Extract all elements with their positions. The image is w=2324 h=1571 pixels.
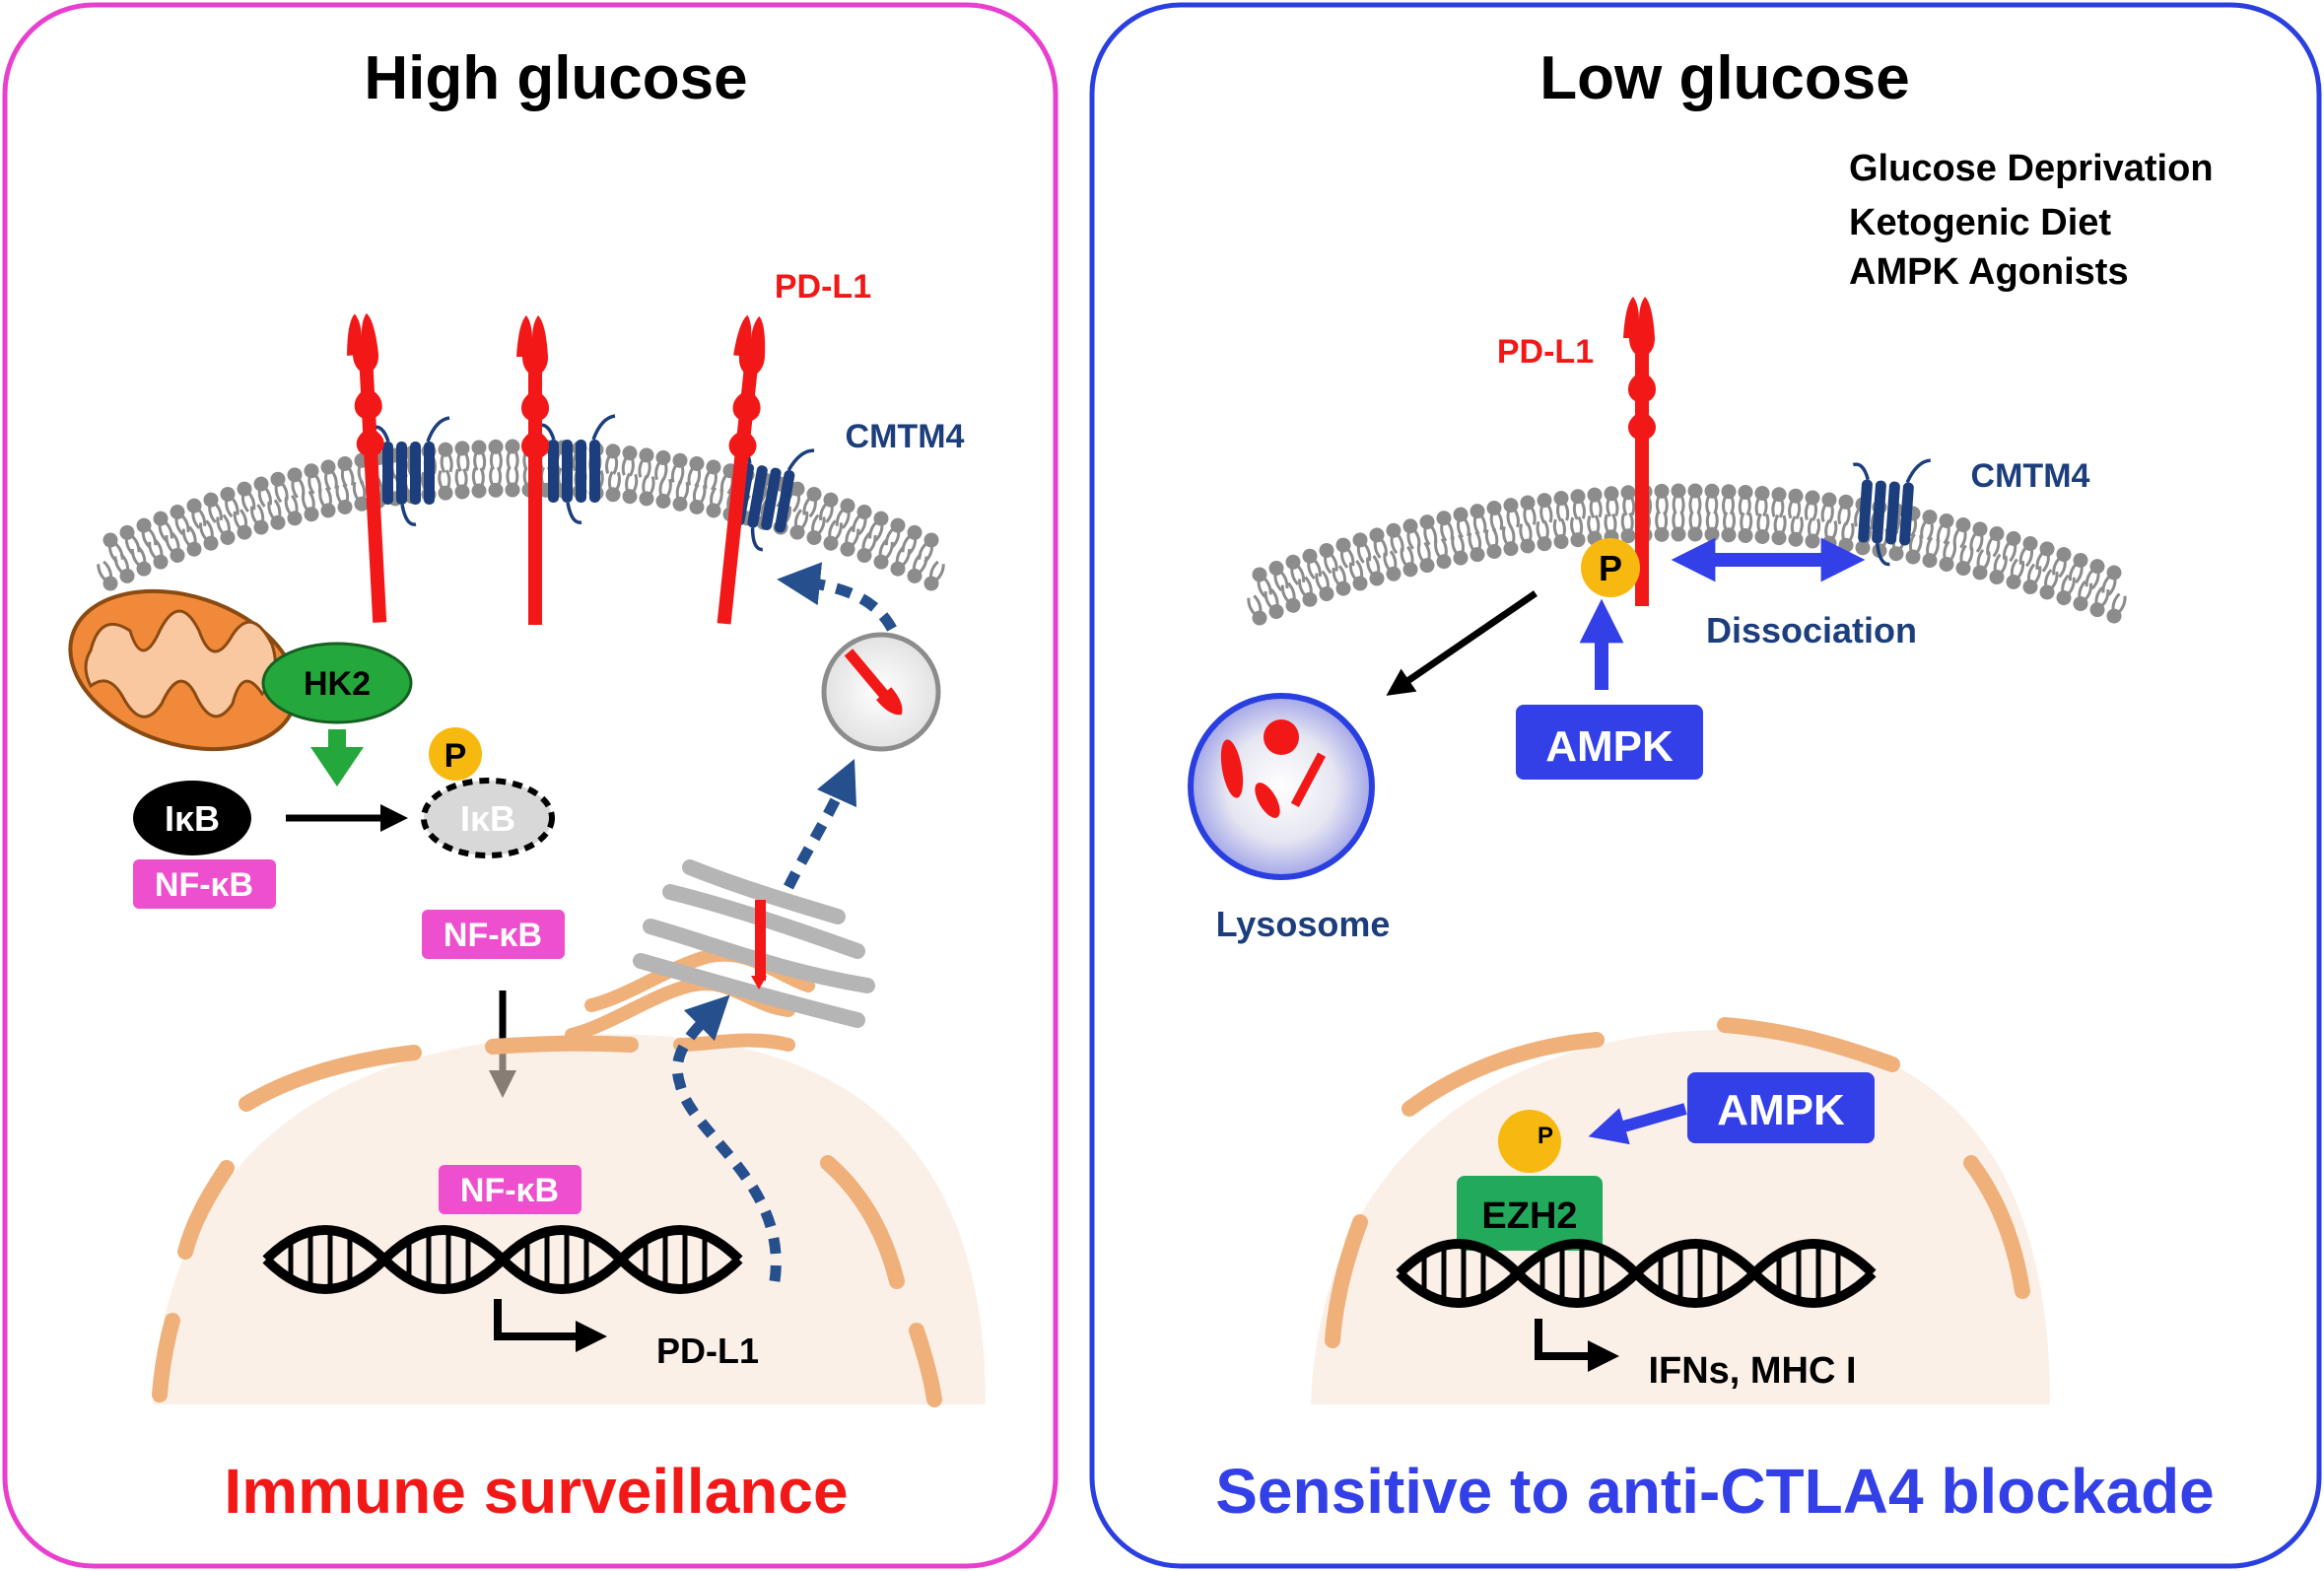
ezh2-phospho-group (1498, 1110, 1561, 1173)
ampk-nuclear-label: AMPK (1717, 1086, 1845, 1134)
ampk-nuclear-box (1687, 1072, 1875, 1143)
pdl1-in-golgi-head (751, 976, 767, 990)
nfkb-nuclear-box (439, 1165, 581, 1214)
hk2-green-arrow (310, 729, 364, 786)
nfkb-nuclear-label: NF-κB (460, 1172, 559, 1209)
pdl1-label: PD-L1 (775, 268, 871, 306)
ampk-box (1516, 705, 1703, 780)
right-nuclear-envelope (1325, 1017, 2030, 1348)
pdl1-in-golgi (755, 900, 766, 981)
ezh2-label: EZH2 (1481, 1195, 1577, 1237)
ampk-to-ezh2-arrow (1588, 1103, 1687, 1145)
nfkb-bound-box (133, 859, 276, 909)
phospho-group (429, 727, 482, 781)
degraded-pdl1-fragments (1220, 719, 1327, 818)
pdl1-to-lysosome-arrow (1386, 590, 1538, 696)
lysosome (1188, 693, 1375, 880)
condition-glucose-deprivation: Glucose Deprivation (1849, 148, 2214, 189)
left-nuclear-envelope (152, 1035, 942, 1407)
left-outcome-label: Immune surveillance (224, 1456, 848, 1527)
phospho-label: P (444, 737, 467, 775)
right-pdl1-label: PD-L1 (1497, 333, 1594, 371)
right-panel-title: Low glucose (1539, 44, 1909, 112)
ikb-label: IκB (165, 798, 220, 839)
ikb-degraded (421, 778, 555, 858)
nfkb-bound-label: NF-κB (155, 866, 253, 904)
nfkb-free-label: NF-κB (444, 917, 542, 954)
ezh2-box (1457, 1176, 1603, 1251)
condition-ketogenic-diet: Ketogenic Diet (1849, 202, 2111, 243)
left-panel-title: High glucose (364, 44, 747, 112)
dissociation-label: Dissociation (1706, 610, 1917, 650)
right-transcription-arrow (1535, 1319, 1619, 1372)
right-cmtm4-label: CMTM4 (1971, 457, 2090, 495)
gene-label: PD-L1 (656, 1331, 759, 1371)
ampk-label: AMPK (1545, 722, 1674, 771)
cmtm4-label: CMTM4 (846, 418, 965, 455)
pdl1-phospho-label: P (1599, 548, 1622, 588)
ikb-degraded-label: IκB (460, 798, 515, 839)
pdl1-in-vesicle (844, 649, 903, 716)
ezh2-phospho-label: P (1538, 1123, 1553, 1149)
nfkb-free-box (422, 910, 565, 959)
trafficking-arrow-nucleus-to-er (671, 994, 782, 1282)
left-nucleus (153, 1034, 986, 1404)
pdl1-phospho-group (1581, 538, 1640, 597)
transcription-arrow (494, 1299, 607, 1352)
hk2-enzyme (261, 642, 413, 724)
trafficking-arrow-vesicle-to-membrane (777, 562, 897, 632)
right-outcome-label: Sensitive to anti-CTLA4 blockade (1215, 1456, 2215, 1527)
condition-ampk-agonists: AMPK Agonists (1849, 251, 2129, 293)
hk2-label: HK2 (304, 665, 371, 703)
trafficking-arrow-golgi-to-vesicle (784, 758, 857, 890)
lysosome-label: Lysosome (1216, 904, 1391, 944)
right-gene-label: IFNs, MHC I (1648, 1350, 1856, 1392)
ikb-protein (133, 781, 251, 855)
